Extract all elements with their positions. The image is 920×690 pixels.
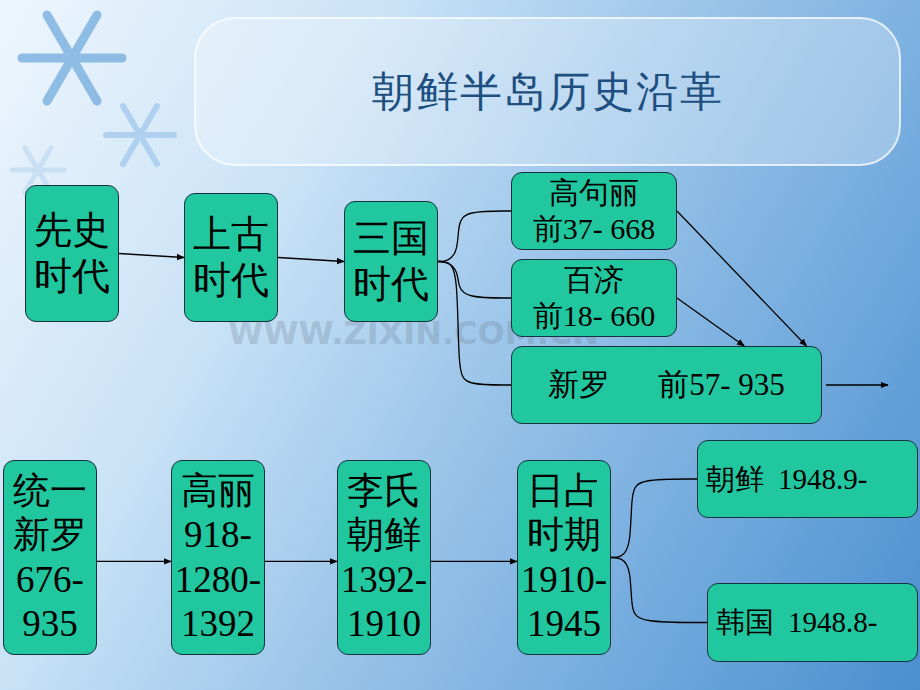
period-name: 高句丽 (549, 175, 639, 211)
arrow-connector (677, 211, 806, 346)
period-name: 三国 时代 (345, 216, 437, 307)
period-box: 先史 时代 (25, 185, 119, 322)
period-name: 上古 时代 (185, 212, 277, 303)
title-text: 朝鲜半岛历史沿革 (372, 64, 724, 120)
period-name: 统一 新罗 (4, 469, 96, 558)
period-dates: 前57- 935 (658, 366, 785, 403)
period-box: 高句丽前37- 668 (511, 172, 677, 250)
period-box: 上古 时代 (184, 193, 278, 322)
bracket-connector (611, 558, 707, 623)
period-box: 高丽918- 1280- 1392 (171, 460, 265, 655)
period-box: 统一 新罗676- 935 (3, 460, 97, 655)
period-name: 日占 时期 (518, 469, 610, 558)
period-box: 朝鲜 1948.9- (697, 440, 918, 518)
arrow-connector (265, 561, 337, 562)
period-box: 百济前18- 660 (511, 259, 677, 337)
period-name: 新罗 (548, 366, 610, 403)
arrow-connector (431, 561, 517, 562)
snowflake-arm (47, 15, 97, 101)
period-box: 日占 时期1910- 1945 (517, 460, 611, 655)
period-name: 百济 (564, 262, 624, 298)
period-name: 韩国 (716, 605, 774, 640)
period-box: 三国 时代 (344, 201, 438, 322)
period-box: 新罗 前57- 935 (511, 346, 822, 424)
period-dates: 1948.8- (788, 605, 877, 640)
period-box: 韩国 1948.8- (707, 583, 918, 662)
bracket-connector (611, 479, 697, 558)
bracket-connector (438, 211, 511, 262)
period-name: 李氏 朝鲜 (338, 469, 430, 558)
continuation-arrow (826, 384, 888, 385)
snowflake (106, 106, 174, 164)
period-box: 李氏 朝鲜1392- 1910 (337, 460, 431, 655)
bracket-connector (438, 262, 511, 386)
period-dates: 1392- 1910 (338, 558, 430, 647)
snowflake-arm (123, 106, 157, 164)
period-dates: 前37- 668 (533, 211, 656, 247)
slide-title: 朝鲜半岛历史沿革 (195, 18, 900, 165)
snowflake (22, 15, 122, 101)
snowflake-arm (47, 15, 97, 101)
arrow-connector (97, 561, 171, 562)
bracket-connector (438, 262, 511, 299)
period-dates: 1910- 1945 (518, 558, 610, 647)
arrow-connector (278, 258, 344, 262)
period-name: 先史 时代 (26, 208, 118, 299)
period-dates: 676- 935 (4, 558, 96, 647)
period-name: 高丽 (181, 469, 255, 513)
period-name: 朝鲜 (706, 462, 764, 497)
arrow-connector (119, 254, 184, 258)
period-dates: 前18- 660 (533, 298, 656, 334)
title-banner (195, 18, 900, 165)
arrow-connector (677, 298, 744, 346)
period-dates: 1948.9- (778, 462, 867, 497)
period-dates: 918- 1280- 1392 (172, 513, 264, 646)
snowflake-arm (123, 106, 157, 164)
